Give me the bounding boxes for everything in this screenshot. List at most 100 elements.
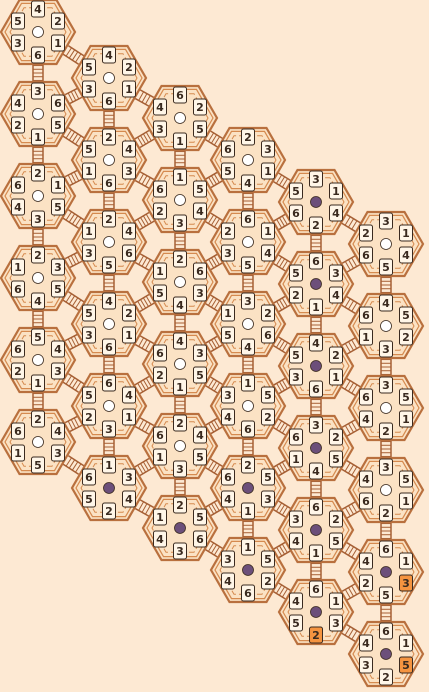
hex-cell[interactable]: 351246 [349,376,423,440]
number-tile[interactable]: 5 [52,117,65,133]
hex-cell[interactable]: 613524 [349,540,423,604]
number-tile[interactable]: 4 [290,533,303,549]
hex-cell[interactable]: 615234 [349,622,423,686]
number-tile[interactable]: 3 [380,377,393,393]
number-tile[interactable]: 3 [12,35,25,51]
number-tile[interactable]: 2 [242,129,255,145]
number-tile[interactable]: 5 [400,657,413,673]
number-tile[interactable]: 1 [103,457,116,473]
number-tile[interactable]: 6 [290,429,303,445]
number-tile[interactable]: 6 [83,469,96,485]
number-tile[interactable]: 1 [400,225,413,241]
hex-cell[interactable]: 351264 [349,458,423,522]
number-tile[interactable]: 4 [330,205,343,221]
number-tile[interactable]: 1 [310,545,323,561]
number-tile[interactable]: 2 [32,165,45,181]
number-tile[interactable]: 6 [380,623,393,639]
number-tile[interactable]: 2 [32,411,45,427]
number-tile[interactable]: 2 [52,13,65,29]
number-tile[interactable]: 3 [174,215,187,231]
number-tile[interactable]: 4 [242,175,255,191]
number-tile[interactable]: 6 [194,531,207,547]
number-tile[interactable]: 3 [262,141,275,157]
number-tile[interactable]: 1 [360,329,373,345]
number-tile[interactable]: 5 [222,327,235,343]
number-tile[interactable]: 1 [400,411,413,427]
number-tile[interactable]: 6 [290,205,303,221]
number-tile[interactable]: 5 [194,367,207,383]
number-tile[interactable]: 6 [103,175,116,191]
number-tile[interactable]: 2 [310,627,323,643]
number-tile[interactable]: 2 [174,251,187,267]
number-tile[interactable]: 3 [32,211,45,227]
number-tile[interactable]: 4 [330,287,343,303]
number-tile[interactable]: 5 [262,387,275,403]
number-tile[interactable]: 3 [242,293,255,309]
number-tile[interactable]: 6 [103,93,116,109]
number-tile[interactable]: 1 [123,409,136,425]
number-tile[interactable]: 4 [222,409,235,425]
number-tile[interactable]: 5 [83,305,96,321]
number-tile[interactable]: 6 [174,87,187,103]
number-tile[interactable]: 5 [400,389,413,405]
number-tile[interactable]: 3 [52,363,65,379]
number-tile[interactable]: 1 [123,81,136,97]
number-tile[interactable]: 2 [83,409,96,425]
number-tile[interactable]: 1 [154,449,167,465]
number-tile[interactable]: 6 [242,421,255,437]
number-tile[interactable]: 4 [310,335,323,351]
number-tile[interactable]: 1 [52,35,65,51]
number-tile[interactable]: 2 [360,225,373,241]
number-tile[interactable]: 3 [310,417,323,433]
number-tile[interactable]: 4 [174,333,187,349]
number-tile[interactable]: 5 [330,451,343,467]
number-tile[interactable]: 6 [123,245,136,261]
number-tile[interactable]: 3 [380,341,393,357]
number-tile[interactable]: 1 [330,593,343,609]
number-tile[interactable]: 3 [400,575,413,591]
number-tile[interactable]: 2 [330,347,343,363]
number-tile[interactable]: 1 [12,259,25,275]
number-tile[interactable]: 4 [32,293,45,309]
number-tile[interactable]: 6 [310,499,323,515]
number-tile[interactable]: 1 [123,327,136,343]
number-tile[interactable]: 3 [174,461,187,477]
number-tile[interactable]: 1 [242,539,255,555]
number-tile[interactable]: 2 [12,117,25,133]
number-tile[interactable]: 5 [400,307,413,323]
number-tile[interactable]: 4 [154,531,167,547]
number-tile[interactable]: 6 [222,141,235,157]
number-tile[interactable]: 6 [12,341,25,357]
number-tile[interactable]: 4 [52,341,65,357]
number-tile[interactable]: 3 [290,511,303,527]
number-tile[interactable]: 1 [290,451,303,467]
number-tile[interactable]: 5 [154,285,167,301]
number-tile[interactable]: 5 [290,615,303,631]
number-tile[interactable]: 2 [123,305,136,321]
number-tile[interactable]: 1 [400,635,413,651]
number-tile[interactable]: 1 [32,129,45,145]
number-tile[interactable]: 3 [330,615,343,631]
number-tile[interactable]: 2 [330,429,343,445]
number-tile[interactable]: 6 [154,345,167,361]
number-tile[interactable]: 6 [242,211,255,227]
number-tile[interactable]: 1 [262,223,275,239]
number-tile[interactable]: 5 [290,347,303,363]
number-tile[interactable]: 6 [103,375,116,391]
number-tile[interactable]: 4 [123,491,136,507]
number-tile[interactable]: 6 [12,281,25,297]
number-tile[interactable]: 4 [290,593,303,609]
number-tile[interactable]: 2 [400,329,413,345]
number-tile[interactable]: 2 [154,367,167,383]
number-tile[interactable]: 3 [52,445,65,461]
number-tile[interactable]: 3 [194,345,207,361]
number-tile[interactable]: 4 [103,293,116,309]
number-tile[interactable]: 4 [123,387,136,403]
number-tile[interactable]: 1 [174,169,187,185]
number-tile[interactable]: 4 [400,247,413,263]
number-tile[interactable]: 5 [194,121,207,137]
number-tile[interactable]: 1 [154,263,167,279]
number-tile[interactable]: 4 [32,1,45,17]
number-tile[interactable]: 2 [380,423,393,439]
number-tile[interactable]: 2 [290,287,303,303]
